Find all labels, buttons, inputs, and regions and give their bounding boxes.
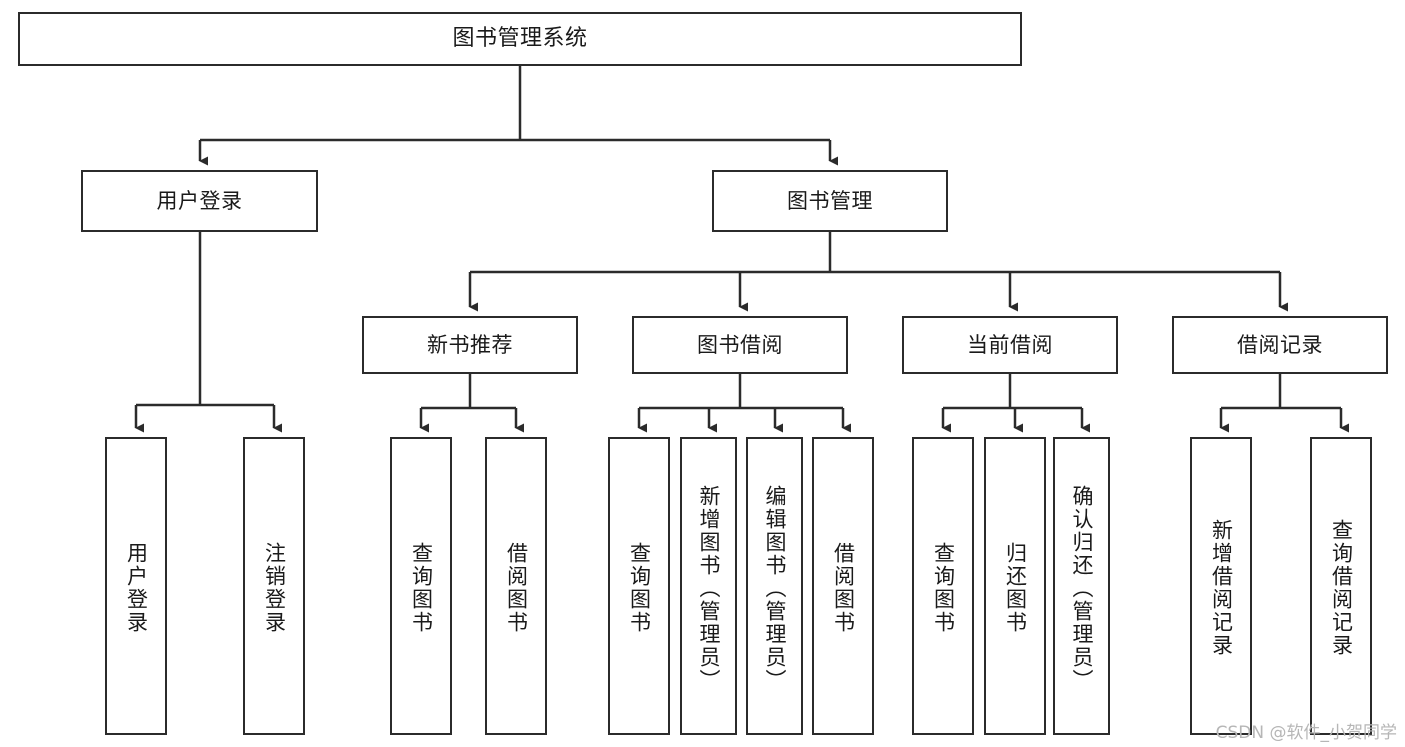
node-label: 借阅图书: [831, 542, 856, 634]
node-label: 确认归还（管理员）: [1070, 484, 1094, 692]
node-bookmgmt[interactable]: 图书管理: [712, 170, 948, 232]
node-leaf-rec-add[interactable]: 新增借阅记录: [1190, 437, 1252, 735]
node-login[interactable]: 用户登录: [81, 170, 318, 232]
node-records[interactable]: 借阅记录: [1172, 316, 1388, 374]
node-root[interactable]: 图书管理系统: [18, 12, 1022, 66]
node-leaf-nb-query[interactable]: 查询图书: [390, 437, 452, 735]
node-leaf-cu-query[interactable]: 查询图书: [912, 437, 974, 735]
node-label: 查询图书: [931, 542, 956, 634]
node-label: 图书管理系统: [452, 26, 588, 52]
node-label: 注销登录: [262, 542, 287, 634]
node-leaf-bo-add[interactable]: 新增图书（管理员）: [680, 437, 737, 735]
watermark: CSDN @软件_小贺同学: [1215, 723, 1397, 743]
node-label: 图书管理: [787, 188, 873, 213]
node-current[interactable]: 当前借阅: [902, 316, 1118, 374]
node-label: 用户登录: [124, 542, 149, 634]
node-label: 编辑图书（管理员）: [763, 484, 787, 692]
node-label: 借阅图书: [504, 542, 529, 634]
node-leaf-cu-confirm[interactable]: 确认归还（管理员）: [1053, 437, 1110, 735]
node-label: 查询图书: [627, 542, 652, 634]
node-leaf-bo-borrow[interactable]: 借阅图书: [812, 437, 874, 735]
node-leaf-bo-edit[interactable]: 编辑图书（管理员）: [746, 437, 803, 735]
node-label: 用户登录: [156, 188, 243, 213]
node-leaf-rec-query[interactable]: 查询借阅记录: [1310, 437, 1372, 735]
node-label: 查询图书: [409, 542, 434, 634]
node-leaf-bo-query[interactable]: 查询图书: [608, 437, 670, 735]
node-newbook[interactable]: 新书推荐: [362, 316, 578, 374]
node-label: 新增图书（管理员）: [697, 484, 721, 692]
node-borrow[interactable]: 图书借阅: [632, 316, 848, 374]
node-label: 查询借阅记录: [1329, 519, 1354, 657]
node-label: 图书借阅: [697, 332, 783, 357]
node-label: 当前借阅: [967, 332, 1053, 357]
node-leaf-logout[interactable]: 注销登录: [243, 437, 305, 735]
node-leaf-nb-borrow[interactable]: 借阅图书: [485, 437, 547, 735]
node-label: 新书推荐: [427, 332, 513, 357]
node-label: 归还图书: [1003, 542, 1028, 634]
node-leaf-cu-return[interactable]: 归还图书: [984, 437, 1046, 735]
node-leaf-user-login[interactable]: 用户登录: [105, 437, 167, 735]
node-label: 新增借阅记录: [1209, 519, 1234, 657]
node-label: 借阅记录: [1237, 332, 1323, 357]
